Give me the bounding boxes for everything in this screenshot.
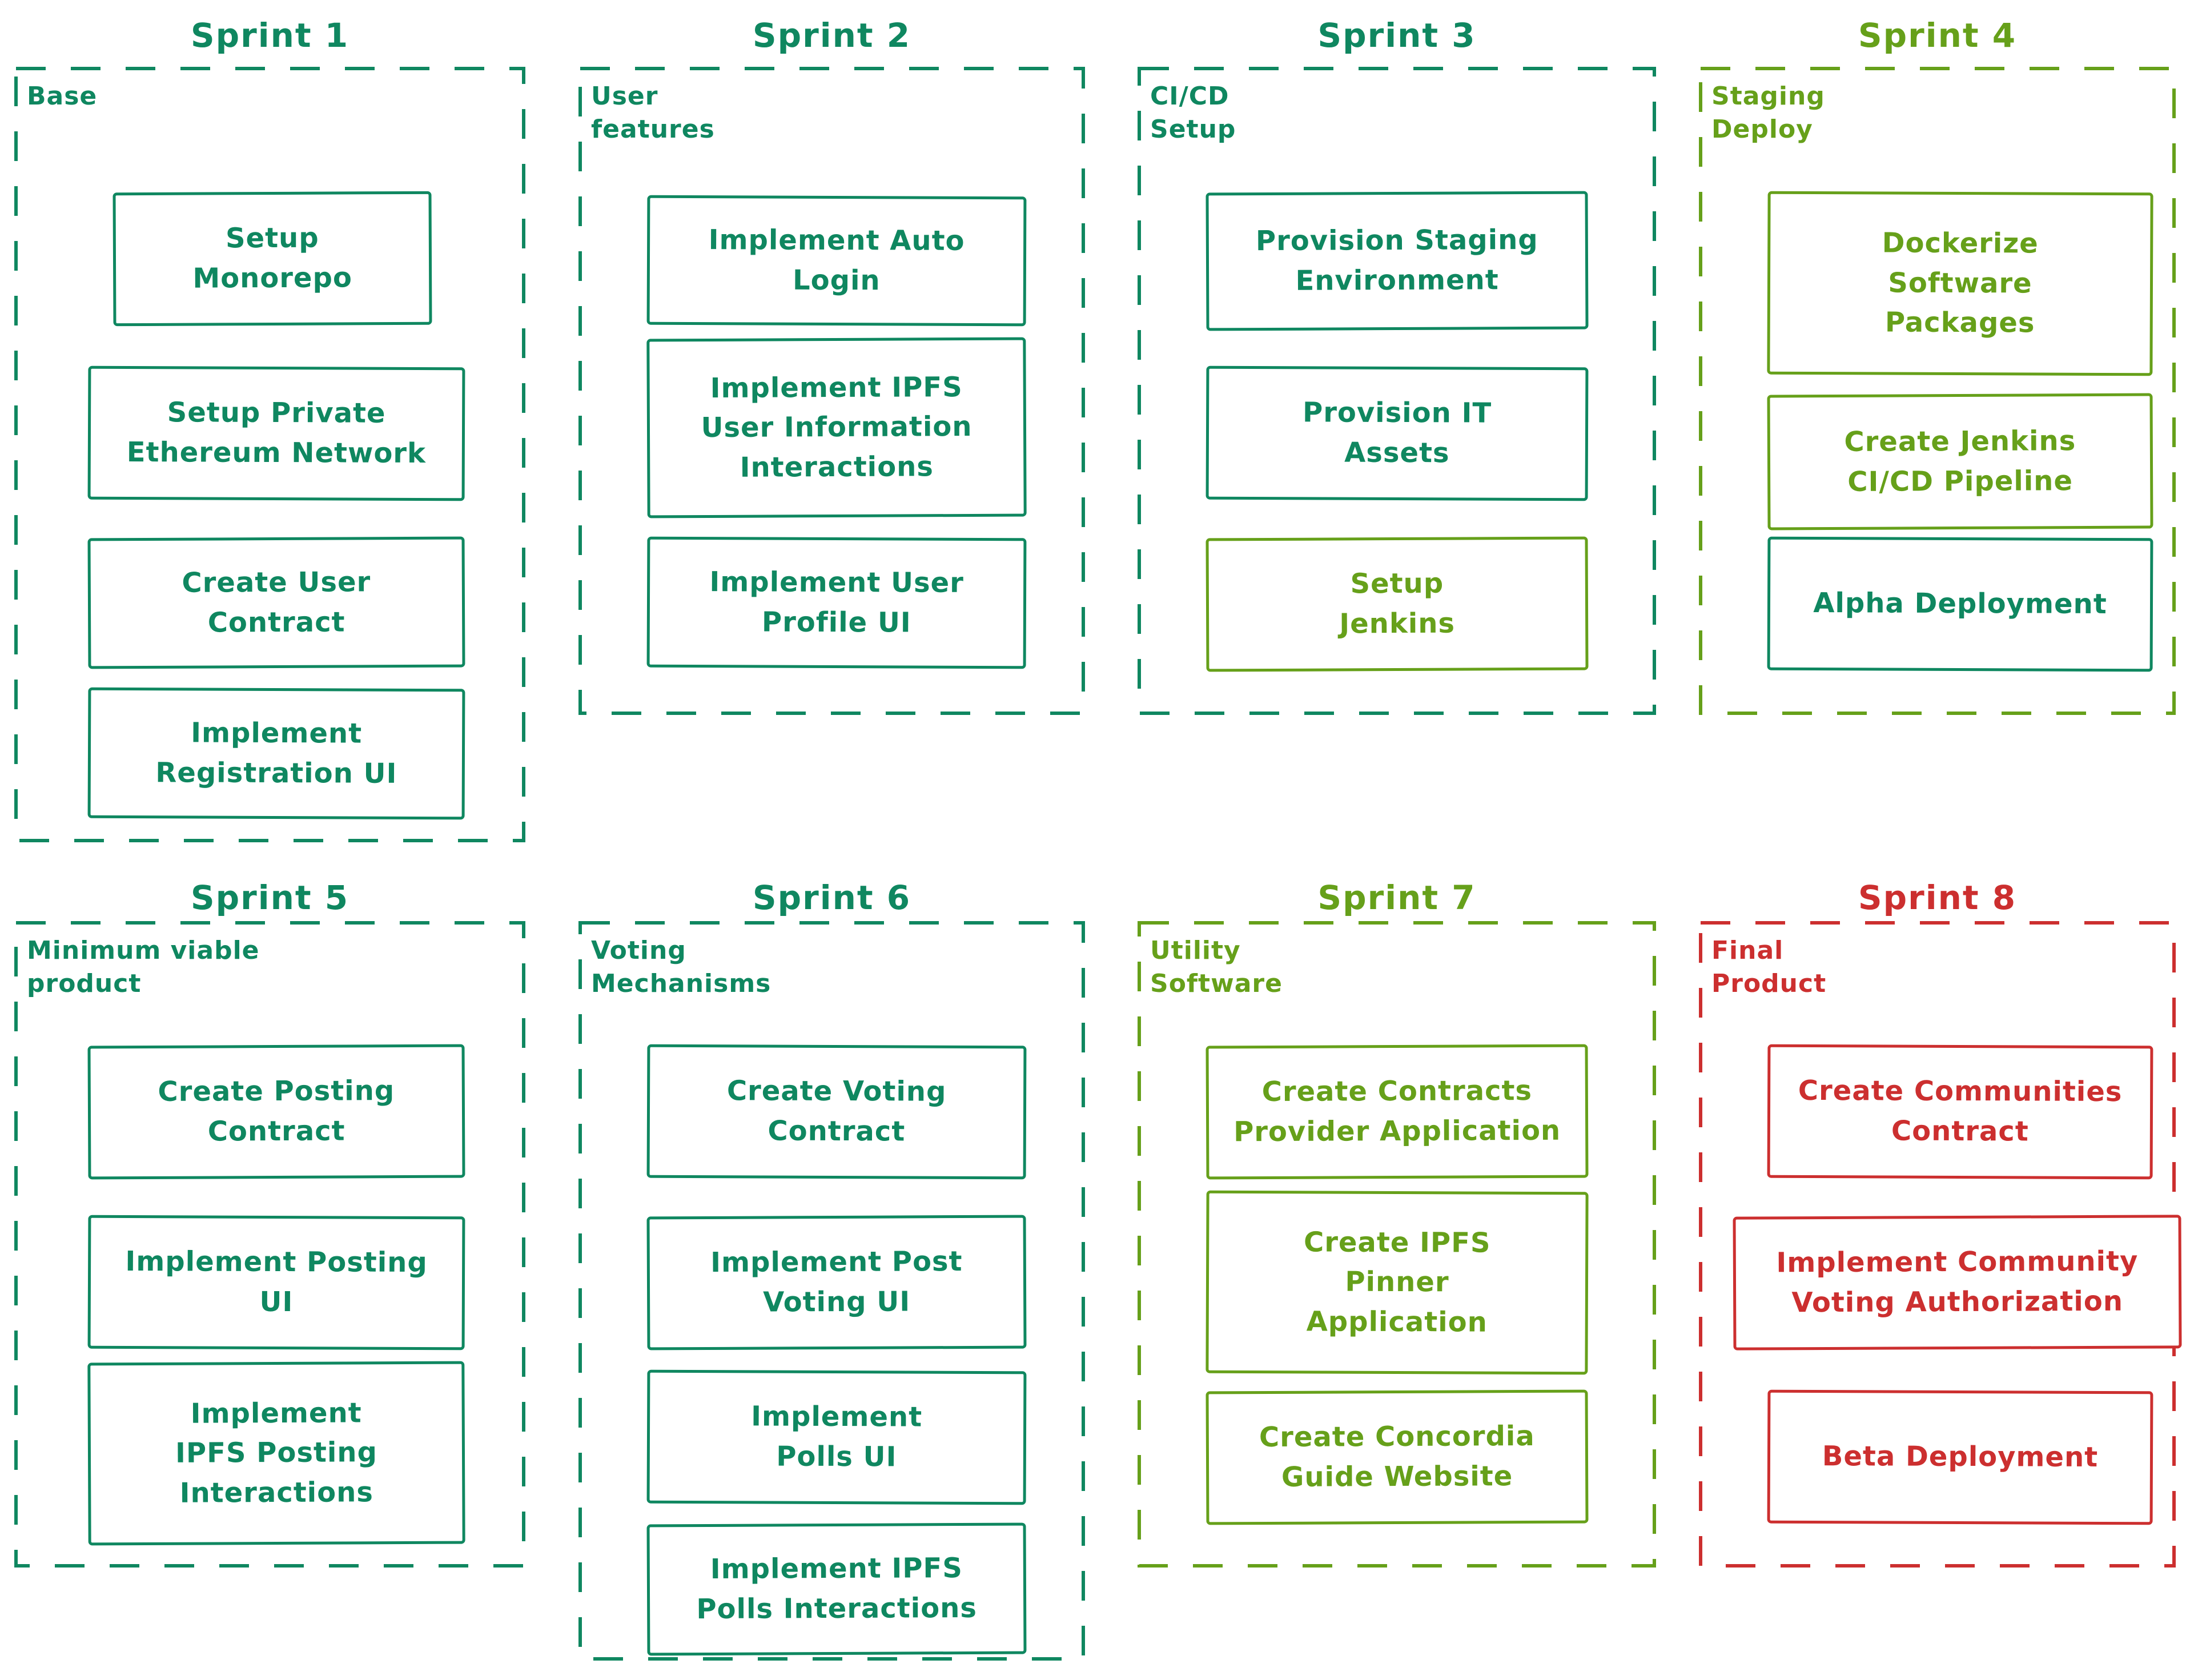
sprint-3-group-label: CI/CD Setup: [1150, 82, 1236, 144]
sprint-3-title: Sprint 3: [1317, 16, 1476, 55]
sprint-4-border: [1699, 67, 2176, 715]
sprint-2-group-label: User features: [591, 82, 715, 144]
task-setup-jenkins: Setup Jenkins: [1205, 536, 1589, 672]
task-provision-it-assets: Provision IT Assets: [1205, 365, 1589, 501]
sprint-4-frame: [1699, 67, 2176, 715]
sprint-5-border: [14, 921, 525, 1568]
sprint-1-title: Sprint 1: [190, 16, 349, 55]
task-implement-community-voting-authorization: Implement Community Voting Authorization: [1733, 1215, 2182, 1351]
sprint-7-border: [1138, 921, 1656, 1568]
task-implement-ipfs-posting-interactions: Implement IPFS Posting Interactions: [87, 1361, 465, 1546]
task-implement-post-voting-ui: Implement Post Voting UI: [646, 1215, 1027, 1351]
task-implement-posting-ui: Implement Posting UI: [87, 1215, 465, 1351]
task-provision-staging-environment: Provision Staging Environment: [1205, 191, 1589, 331]
sprint-7-frame: [1138, 921, 1656, 1568]
sprint-2-border: [578, 67, 1085, 715]
sprint-6-group-label: Voting Mechanisms: [591, 936, 771, 999]
task-alpha-deployment: Alpha Deployment: [1767, 536, 2153, 672]
task-create-voting-contract: Create Voting Contract: [646, 1044, 1027, 1180]
task-setup-private-ethereum-network: Setup Private Ethereum Network: [87, 365, 465, 501]
task-create-posting-contract: Create Posting Contract: [87, 1044, 465, 1180]
sprint-1-group-label: Base: [27, 82, 98, 111]
task-dockerize-software-packages: Dockerize Software Packages: [1767, 191, 2153, 376]
sprint-8-title: Sprint 8: [1858, 878, 2017, 917]
sprint-2-frame: [578, 67, 1085, 715]
sprint-3-frame: [1138, 67, 1656, 715]
task-create-contracts-provider-application: Create Contracts Provider Application: [1205, 1044, 1589, 1180]
task-create-communities-contract: Create Communities Contract: [1767, 1044, 2153, 1180]
task-setup-monorepo: Setup Monorepo: [112, 191, 432, 327]
task-create-user-contract: Create User Contract: [87, 536, 465, 669]
sprint-6-border: [578, 921, 1085, 1661]
sprint-1-border: [14, 67, 525, 842]
sprint-4-title: Sprint 4: [1858, 16, 2017, 55]
sprint-1-frame: [14, 67, 525, 842]
task-implement-registration-ui: Implement Registration UI: [87, 687, 465, 820]
sprint-4-group-label: Staging Deploy: [1711, 82, 1825, 144]
task-create-ipfs-pinner-application: Create IPFS Pinner Application: [1205, 1190, 1589, 1375]
task-implement-user-profile-ui: Implement User Profile UI: [646, 536, 1027, 669]
task-implement-ipfs-user-information-interactions: Implement IPFS User Information Interact…: [646, 337, 1027, 519]
sprint-2-title: Sprint 2: [752, 16, 911, 55]
sprint-3-border: [1138, 67, 1656, 715]
task-create-jenkins-cicd-pipeline: Create Jenkins CI/CD Pipeline: [1767, 393, 2153, 530]
task-implement-ipfs-polls-interactions: Implement IPFS Polls Interactions: [646, 1522, 1027, 1656]
sprint-8-group-label: Final Product: [1711, 936, 1827, 999]
sprint-6-frame: [578, 921, 1085, 1661]
task-implement-polls-ui: Implement Polls UI: [646, 1369, 1027, 1505]
task-create-concordia-guide-website: Create Concordia Guide Website: [1205, 1389, 1589, 1525]
task-implement-auto-login: Implement Auto Login: [646, 195, 1027, 327]
sprint-6-title: Sprint 6: [752, 878, 911, 917]
sprint-5-title: Sprint 5: [190, 878, 349, 917]
sprint-5-frame: [14, 921, 525, 1568]
sprint-7-title: Sprint 7: [1317, 878, 1476, 917]
sprint-7-group-label: Utility Software: [1150, 936, 1283, 999]
task-beta-deployment: Beta Deployment: [1767, 1389, 2153, 1525]
sprint-5-group-label: Minimum viable product: [27, 936, 260, 999]
